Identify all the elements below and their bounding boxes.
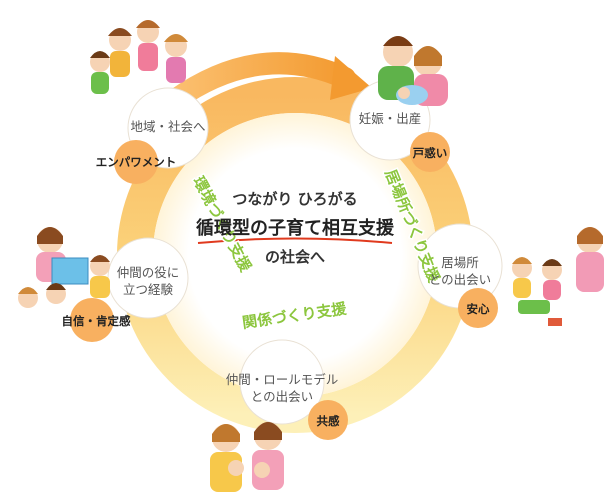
badge-confidence bbox=[70, 298, 114, 342]
kids-group-illustration bbox=[90, 20, 188, 94]
ring-inner bbox=[153, 113, 437, 397]
center-line2: 循環型の子育て相互支援 bbox=[196, 218, 394, 239]
badge-empathy bbox=[308, 400, 348, 440]
node-peers-label2: との出会い bbox=[250, 389, 314, 404]
node-helping-label2: 立つ経験 bbox=[122, 282, 173, 297]
node-place-label2: との出会い bbox=[428, 272, 492, 287]
mothers-babies-illustration bbox=[210, 422, 284, 492]
badge-empowerment-label: エンパワメント bbox=[95, 155, 177, 169]
node-helping-label1: 仲間の役に bbox=[116, 265, 180, 280]
badge-relief bbox=[458, 288, 498, 328]
node-pregnancy-label: 妊娠・出産 bbox=[358, 111, 422, 126]
center-underline bbox=[197, 237, 393, 244]
cycle-arrow-head bbox=[330, 56, 372, 100]
center-line1: つながり ひろがる bbox=[232, 190, 358, 208]
badge-empowerment bbox=[114, 140, 158, 184]
mother-kids-illustration bbox=[512, 227, 604, 326]
family-illustration bbox=[378, 36, 448, 106]
node-community-label: 地域・社会へ bbox=[130, 119, 206, 134]
badge-confidence-label: 自信・肯定感 bbox=[61, 314, 131, 328]
badge-confusion bbox=[410, 132, 450, 172]
badge-relief-label: 安心 bbox=[466, 302, 490, 316]
center-line3: の社会へ bbox=[264, 248, 325, 266]
node-peers-label1: 仲間・ロールモデル bbox=[225, 372, 339, 387]
badge-confusion-label: 戸惑い bbox=[412, 146, 448, 160]
cycle-arrow-body bbox=[164, 52, 356, 111]
node-place-label1: 居場所 bbox=[441, 255, 479, 270]
node-peers-circle bbox=[239, 339, 325, 425]
badge-empathy-label: 共感 bbox=[316, 414, 340, 428]
teacher-children-illustration bbox=[18, 227, 110, 308]
